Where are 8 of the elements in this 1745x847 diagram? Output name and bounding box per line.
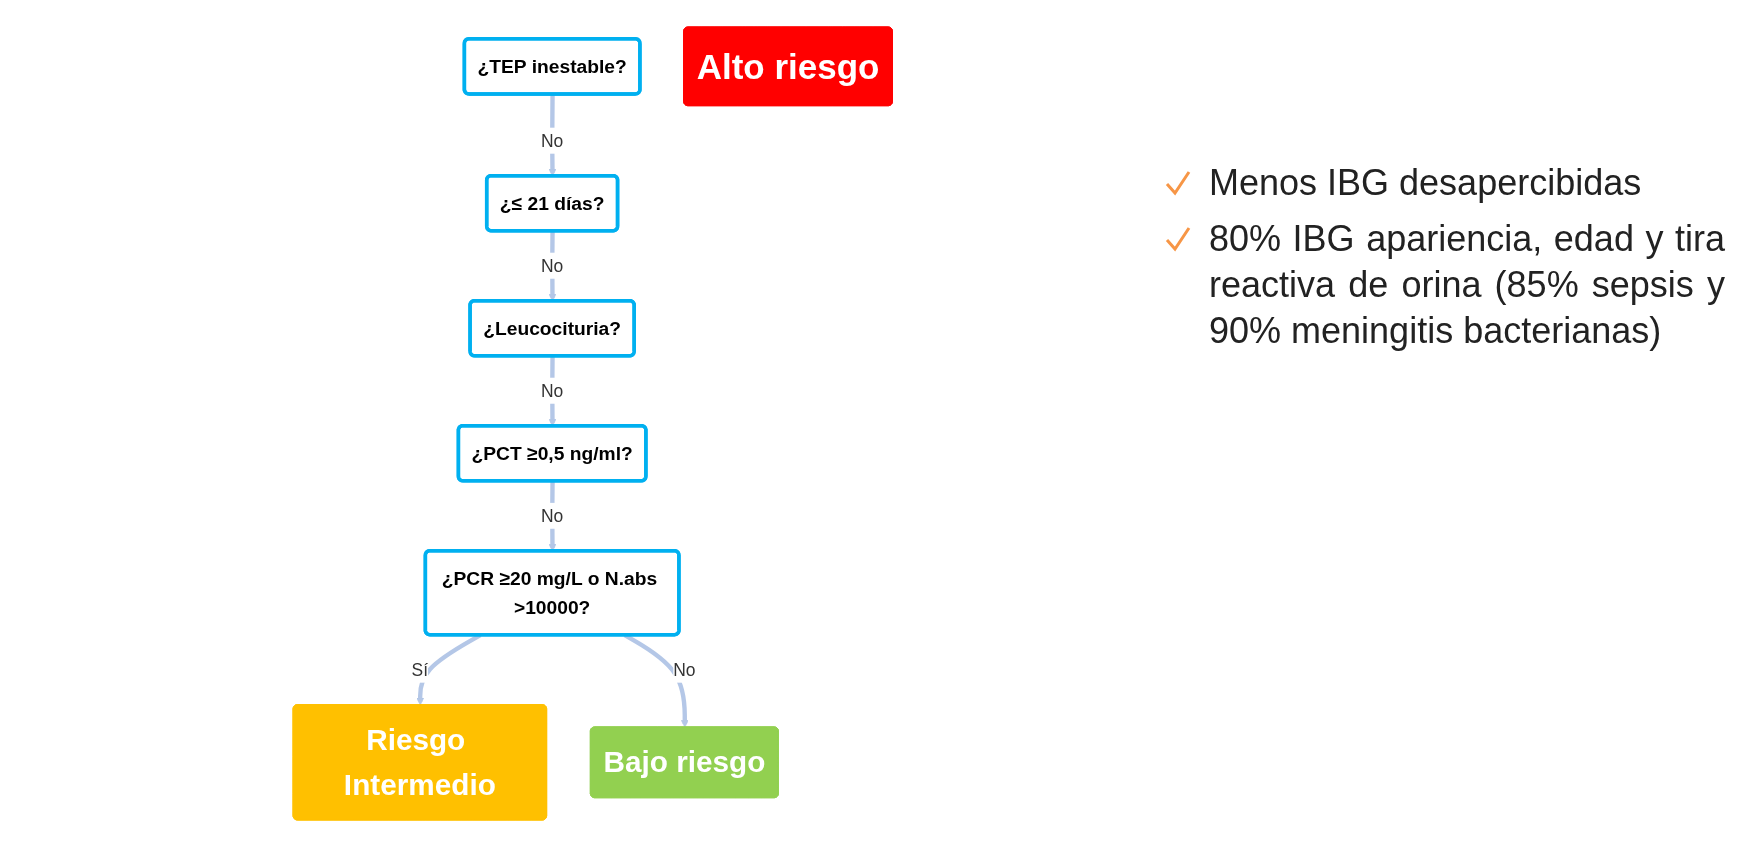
edge-label: Sí	[411, 660, 428, 680]
edge-label: No	[540, 256, 564, 276]
edge-label: No	[540, 381, 564, 401]
edge-label: No	[540, 506, 564, 526]
note-text: 80% IBG apariencia, edad y tira reactiva de orina (85% sepsis y 90% meningitis bacterianas)	[1209, 217, 1725, 353]
note-text: Menos IBG desapercibidas	[1209, 161, 1642, 205]
edge-label: No	[540, 131, 564, 151]
edge-label: No	[672, 660, 696, 680]
